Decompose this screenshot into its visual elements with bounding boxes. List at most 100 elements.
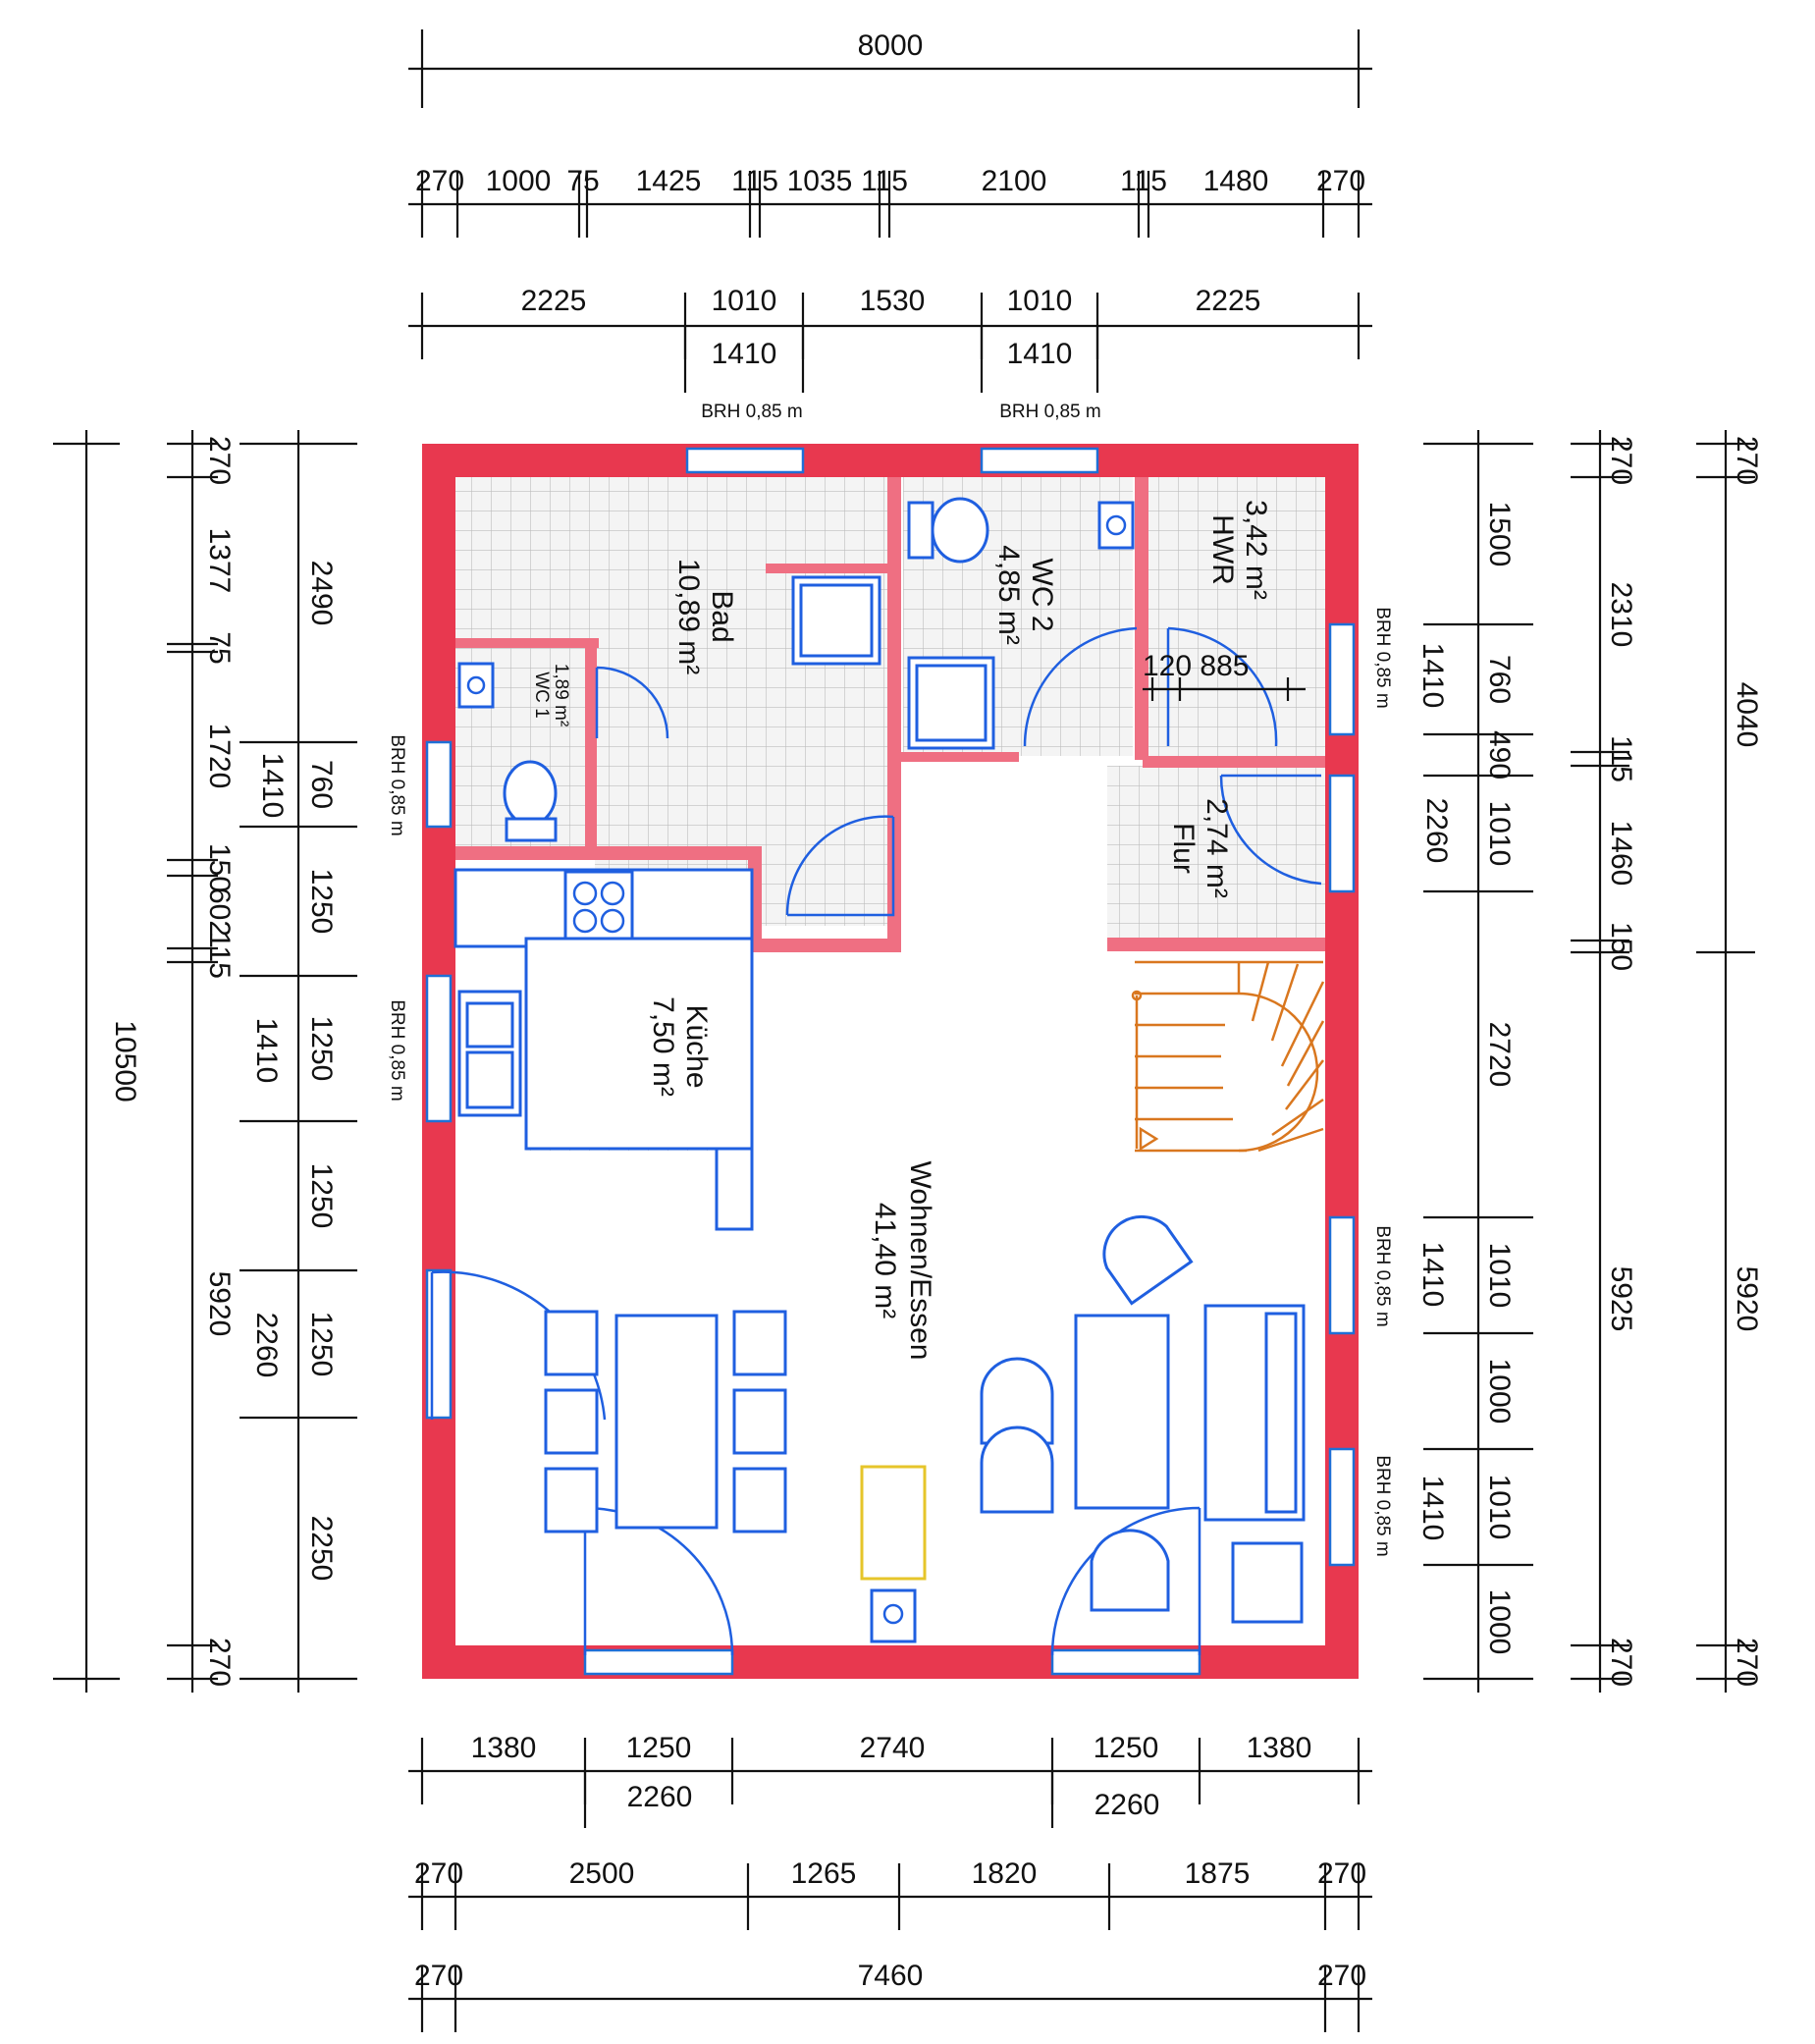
- dim-left-row2-label: 2250: [305, 1516, 338, 1582]
- dim-right-row2-label: 115: [1605, 735, 1637, 782]
- dim-bottom-row2-label: 1265: [791, 1857, 857, 1890]
- staircase: [1131, 960, 1325, 1153]
- door-flur: [1219, 774, 1322, 886]
- dim-right-1410-a: 1410: [1416, 643, 1449, 709]
- door-wc1: [595, 666, 669, 739]
- dim-top-total-label: 8000: [858, 29, 924, 62]
- dim-top-window-1: 1410: [712, 338, 777, 370]
- dim-left-row1-label: 602: [203, 888, 236, 937]
- dim-bottom-row2-label: 2500: [569, 1857, 635, 1890]
- wall-wc1-right: [585, 638, 597, 846]
- wall-wc2-bottom: [901, 752, 1019, 762]
- room-kueche-area: 7,50 m²: [647, 996, 679, 1097]
- armchair-3: [1090, 1529, 1170, 1612]
- dim-top-row1-label: 270: [415, 165, 464, 197]
- dim-left-row2-label: 1250: [305, 1163, 338, 1229]
- kitchen-sink-basin: [465, 1050, 514, 1109]
- hwr-floor: [1143, 477, 1325, 756]
- dim-top-row2-label: 2225: [521, 285, 587, 317]
- dim-right-row1-label: 1010: [1483, 1475, 1516, 1540]
- door-hwr: [1166, 626, 1278, 747]
- door-bottom-left: [583, 1506, 734, 1656]
- dim-left-row1-label: 150: [203, 843, 236, 892]
- dim-right-row1-label: 2720: [1483, 1022, 1516, 1088]
- dim-right-row3-label: 270: [1731, 436, 1763, 485]
- wall-flur-bottom: [1107, 938, 1325, 951]
- window-bottom-2: [1050, 1648, 1201, 1676]
- dim-right-row1-label: 1000: [1483, 1589, 1516, 1655]
- dim-right-row1-label: 490: [1483, 730, 1516, 780]
- sofa-back: [1264, 1312, 1298, 1514]
- stove-burner-1: [572, 881, 598, 906]
- hwr-sink-bowl: [1105, 514, 1127, 536]
- door-wc2: [1023, 626, 1138, 747]
- dim-top-row1-label: 115: [1120, 165, 1167, 197]
- kaminofen-chimney: [870, 1588, 917, 1643]
- wc1-sink-bowl: [466, 675, 486, 695]
- dim-top-row1-label: 75: [566, 165, 599, 197]
- dim-left-row2-label: 1250: [305, 1016, 338, 1082]
- dim-right-row1-label: 760: [1483, 655, 1516, 704]
- dim-right-2260: 2260: [1420, 798, 1453, 864]
- hwr-sink: [1097, 501, 1135, 550]
- window-right-2: [1328, 774, 1356, 893]
- dim-top-row1-label: 1035: [787, 165, 853, 197]
- brh-left-2: BRH 0,85 m: [387, 999, 407, 1101]
- dim-bottom-row1-label: 1250: [626, 1732, 692, 1764]
- window-left-1: [425, 740, 453, 829]
- room-hwr-name: HWR: [1206, 514, 1239, 585]
- dim-bottom-row1-label: 1380: [1247, 1732, 1312, 1764]
- armchair-4: [1102, 1214, 1194, 1306]
- wall-bad-wc2: [887, 477, 901, 952]
- dim-left-row1-label: 1377: [203, 528, 236, 594]
- wall-bottom: [422, 1645, 1359, 1679]
- dining-table: [614, 1314, 719, 1530]
- dim-bottom-2260-b: 2260: [1094, 1789, 1160, 1821]
- coffee-table: [1074, 1314, 1170, 1510]
- dim-right-row2-label: 2310: [1605, 582, 1637, 648]
- dim-left-row1-label: 270: [203, 1638, 236, 1687]
- wc1-toilet-bowl: [503, 760, 558, 827]
- dim-right-row2-label: 5925: [1605, 1266, 1637, 1332]
- dim-top-row2-label: 1530: [860, 285, 926, 317]
- wall-wc2-hwr: [1135, 477, 1148, 760]
- armchair-1: [980, 1357, 1054, 1445]
- dim-top-row1-label: 1000: [486, 165, 552, 197]
- wc2-shower-inner: [915, 664, 988, 742]
- dim-left-row2-label: 1250: [305, 869, 338, 935]
- kitchen-stove: [563, 870, 634, 944]
- kaminofen-box: [860, 1465, 927, 1581]
- room-bad-name: Bad: [706, 590, 738, 642]
- dim-bottom-row1-label: 2740: [860, 1732, 926, 1764]
- brh-right-3: BRH 0,85 m: [1372, 1455, 1393, 1556]
- dim-top-row1-label: 115: [731, 165, 778, 197]
- chair-l3: [544, 1467, 599, 1533]
- room-kueche-name: Küche: [680, 1004, 713, 1088]
- dim-top-row1-label: 2100: [982, 165, 1047, 197]
- wall-shower-top: [766, 564, 887, 573]
- room-wc2-area: 4,85 m²: [992, 545, 1025, 645]
- stove-burner-2: [600, 881, 625, 906]
- wc1-sink: [457, 662, 495, 709]
- room-wc1-area: 1,89 m²: [551, 664, 571, 726]
- dim-right-row2-label: 270: [1605, 436, 1637, 485]
- hwr-inner-dim-line: [1143, 677, 1306, 701]
- wall-wc1-top: [455, 638, 599, 648]
- dim-top-row1-label: 1425: [636, 165, 702, 197]
- dim-bottom-row2-label: 270: [1317, 1857, 1366, 1890]
- chair-l2: [544, 1388, 599, 1455]
- brh-top-2: BRH 0,85 m: [999, 402, 1100, 422]
- kitchen-island-end: [715, 1147, 754, 1231]
- kaminofen-flue: [882, 1603, 904, 1625]
- brh-right-2: BRH 0,85 m: [1372, 1225, 1393, 1326]
- dim-left-row2-label: 760: [305, 760, 338, 809]
- room-wc1-name: WC 1: [531, 672, 552, 719]
- armchair-2: [980, 1425, 1054, 1514]
- chair-r3: [732, 1467, 787, 1533]
- dim-right-row1-label: 1500: [1483, 502, 1516, 567]
- dim-bottom-row2-label: 1820: [972, 1857, 1038, 1890]
- wall-hwr-bottom: [1143, 756, 1325, 768]
- room-flur-name: Flur: [1167, 823, 1200, 874]
- room-wc2-name: WC 2: [1026, 559, 1058, 632]
